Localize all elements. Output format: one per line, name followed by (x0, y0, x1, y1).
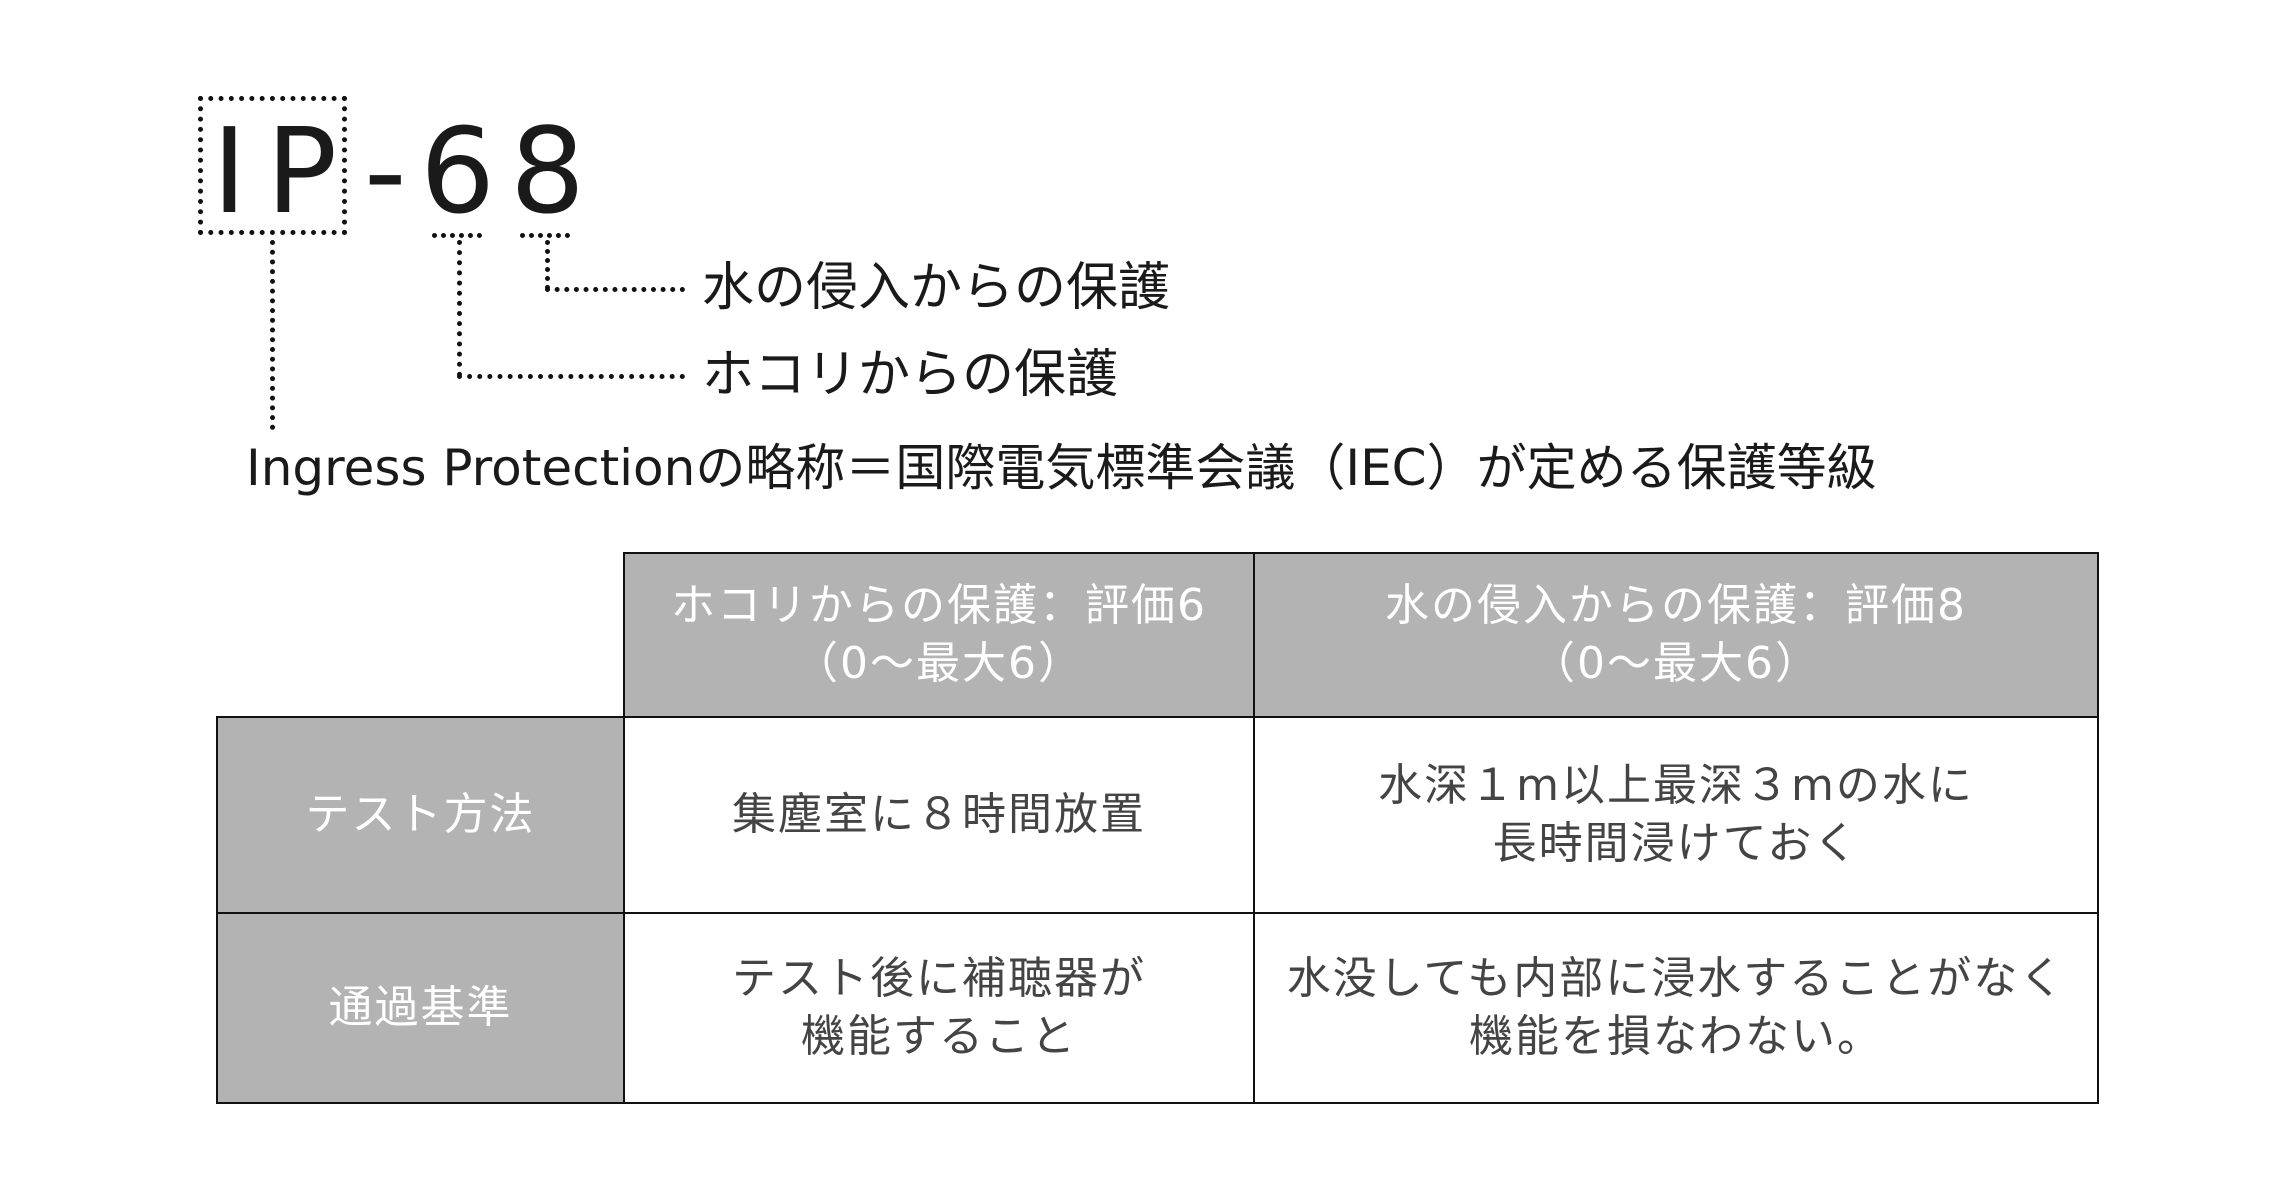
column-header-water-line1: 水の侵入からの保護：評価8 (1385, 580, 1967, 631)
cell-text-line2: 長時間浸けておく (1492, 818, 1860, 869)
table-header-row: ホコリからの保護：評価6 （0～最大6） 水の侵入からの保護：評価8 （0～最大… (217, 552, 2099, 718)
column-header-dust: ホコリからの保護：評価6 （0～最大6） (623, 552, 1255, 718)
table-row: 通過基準 テスト後に補聴器が 機能すること 水没しても内部に浸水することがなく … (216, 912, 2099, 1104)
cell-test-method-water: 水深１m以上最深３mの水に 長時間浸けておく (1253, 716, 2099, 914)
digit-dust-underline (432, 233, 482, 238)
code-letter-p: P (266, 102, 338, 240)
row-header-test-method: テスト方法 (216, 716, 625, 914)
water-protection-label: 水の侵入からの保護 (702, 258, 1171, 318)
row-header-pass-criteria: 通過基準 (216, 912, 625, 1104)
cell-text-line1: 水没しても内部に浸水することがなく (1286, 953, 2066, 1004)
ip-meaning-label: Ingress Protectionの略称＝国際電気標準会議（IEC）が定める保… (246, 439, 1877, 497)
column-header-water-line2: （0～最大6） (1531, 638, 1821, 689)
table-corner (217, 553, 624, 717)
dust-protection-label: ホコリからの保護 (702, 345, 1119, 405)
code-dash: - (364, 102, 407, 240)
cell-pass-criteria-water: 水没しても内部に浸水することがなく 機能を損なわない。 (1253, 912, 2099, 1104)
cell-pass-criteria-dust: テスト後に補聴器が 機能すること (623, 912, 1255, 1104)
cell-text-line2: 機能すること (801, 1011, 1077, 1062)
code-digit-dust: 6 (420, 102, 496, 240)
dust-connector-horizontal (457, 374, 685, 379)
code-digit-water: 8 (510, 102, 586, 240)
table-row: テスト方法 集塵室に８時間放置 水深１m以上最深３mの水に 長時間浸けておく (216, 716, 2099, 914)
ip-connector-vertical (270, 240, 275, 430)
column-header-dust-line1: ホコリからの保護：評価6 (671, 580, 1207, 631)
column-header-dust-line2: （0～最大6） (794, 638, 1084, 689)
ip-highlight-box (198, 96, 347, 235)
column-header-water: 水の侵入からの保護：評価8 （0～最大6） (1253, 552, 2099, 718)
cell-text-line2: 機能を損なわない。 (1469, 1011, 1883, 1062)
cell-test-method-dust: 集塵室に８時間放置 (623, 716, 1255, 914)
cell-text-line1: テスト後に補聴器が (732, 953, 1146, 1004)
cell-text-line1: 集塵室に８時間放置 (732, 789, 1146, 840)
ip-rating-table: ホコリからの保護：評価6 （0～最大6） 水の侵入からの保護：評価8 （0～最大… (216, 552, 2099, 1104)
water-connector-vertical (545, 240, 550, 290)
dust-connector-vertical (457, 240, 462, 377)
water-connector-horizontal (545, 287, 685, 292)
digit-water-underline (520, 233, 570, 238)
code-letter-i: I (212, 102, 247, 240)
cell-text-line1: 水深１m以上最深３mの水に (1378, 760, 1974, 811)
